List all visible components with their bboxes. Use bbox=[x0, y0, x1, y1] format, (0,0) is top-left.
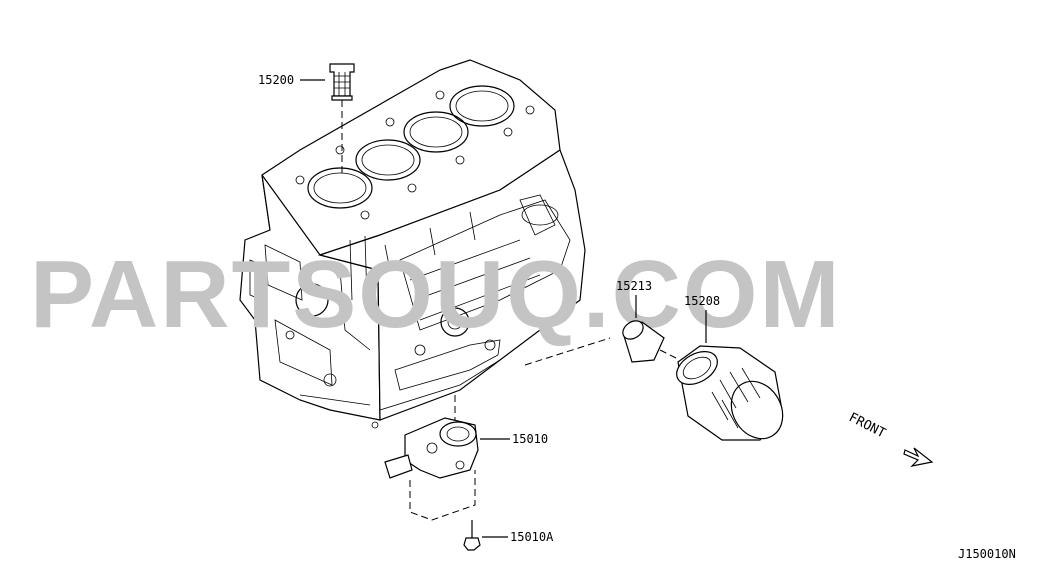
oil-filter-connector-part bbox=[524, 295, 665, 366]
oil-filter-bracket-part bbox=[384, 395, 510, 521]
part-label-15010A: 15010A bbox=[510, 530, 554, 544]
bracket-bolt-part bbox=[463, 520, 508, 551]
oil-strainer-part bbox=[300, 63, 355, 175]
watermark: PARTSOUQ.COM bbox=[30, 241, 842, 348]
engine-block-illustration bbox=[239, 59, 586, 429]
part-label-15200: 15200 bbox=[258, 73, 294, 87]
front-arrow-icon bbox=[903, 447, 934, 467]
figure-code: J150010N bbox=[958, 547, 1016, 561]
front-direction-indicator: FRONT bbox=[846, 410, 934, 467]
part-label-15208: 15208 bbox=[684, 294, 720, 308]
part-label-15213: 15213 bbox=[616, 279, 652, 293]
oil-filter-part bbox=[659, 310, 784, 441]
front-label: FRONT bbox=[846, 410, 888, 441]
part-label-15010: 15010 bbox=[512, 432, 548, 446]
